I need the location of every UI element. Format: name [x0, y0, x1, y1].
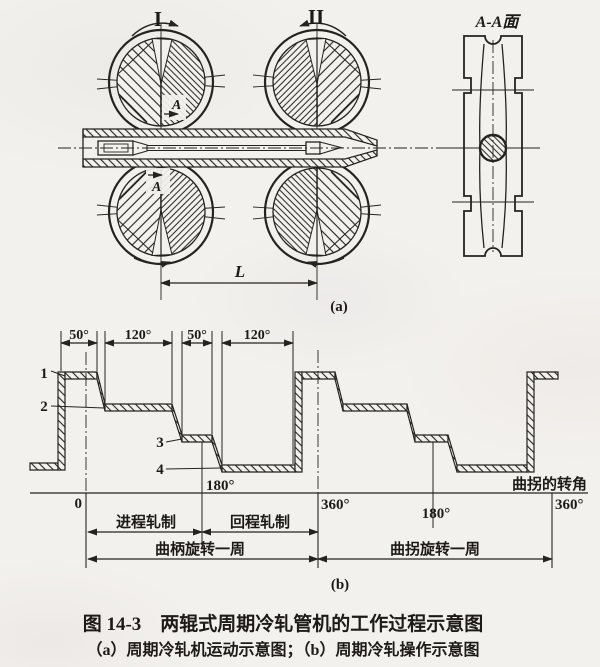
angle-dim-120-1: 120° [125, 328, 152, 343]
roll-i-label: I [154, 7, 162, 31]
caption-title: 图 14-3 两辊式周期冷轧管机的工作过程示意图 [83, 612, 484, 635]
section-view-title: A-A面 [475, 14, 522, 31]
wave-point-4: 4 [156, 462, 164, 478]
section-cut-marker-upper: A [162, 95, 186, 120]
section-marker-a-upper: A [171, 98, 181, 113]
tick-180-1: 180° [206, 478, 235, 494]
tick-360-1: 360° [321, 497, 350, 513]
tick-0: 0 [75, 496, 83, 512]
return-rolling-label: 回程轧制 [230, 513, 290, 531]
tube-wall-profile [29, 371, 559, 473]
figure-caption: 图 14-3 两辊式周期冷轧管机的工作过程示意图 （a）周期冷轧机运动示意图；（… [83, 612, 484, 659]
section-cut-marker-lower: A [146, 168, 170, 195]
angle-dim-50-1: 50° [69, 328, 89, 343]
stroke-length-label: L [234, 262, 245, 281]
panel-a-mill-kinematics: I II A A L (a) A-A面 [58, 5, 540, 315]
wave-point-3: 3 [156, 435, 164, 451]
section-view-a-a: A-A面 [446, 14, 540, 257]
tube-and-mandrel [58, 128, 452, 168]
axis-title: 曲拐的转角 [512, 475, 587, 493]
panel-a-label: (a) [330, 299, 348, 315]
wave-point-1: 1 [40, 366, 48, 382]
tick-360-2: 360° [555, 497, 584, 513]
panel-b-label: (b) [331, 577, 349, 593]
panel-b-rolling-cycle: 50° 120° 50° 120° 1 [29, 328, 588, 593]
tick-180-2: 180° [422, 506, 451, 522]
forward-rolling-label: 进程轧制 [116, 513, 176, 531]
section-marker-a-lower: A [151, 180, 161, 195]
crank-revolution-label: 曲柄旋转一周 [155, 540, 245, 558]
throw-revolution-label: 曲拐旋转一周 [390, 540, 480, 558]
angle-dim-120-2: 120° [244, 328, 271, 343]
roll-ii-label: II [308, 5, 324, 29]
caption-subtitle: （a）周期冷轧机运动示意图；（b）周期冷轧操作示意图 [87, 640, 480, 659]
angle-dim-50-2: 50° [187, 328, 207, 343]
wave-point-2: 2 [40, 399, 48, 415]
